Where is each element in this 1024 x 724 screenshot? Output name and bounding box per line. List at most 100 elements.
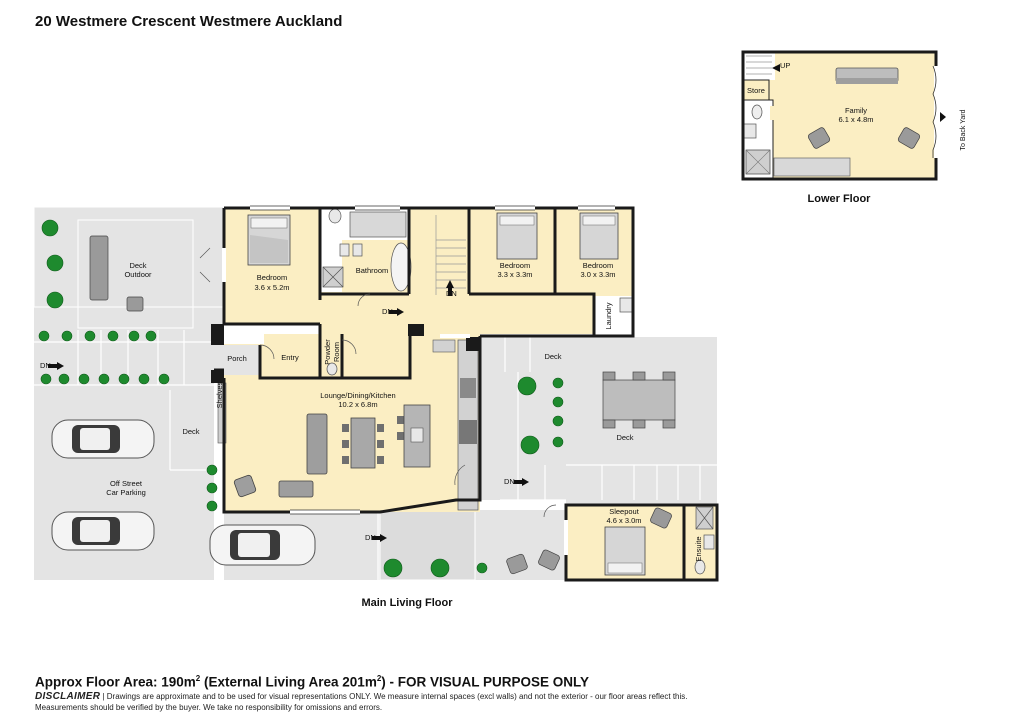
plant-icon [107,330,119,342]
outdoor-furniture [89,235,676,575]
plants [38,219,564,578]
plant-icon [517,376,537,396]
arrows [48,280,529,542]
dn-marker: DN [365,533,376,542]
floor-area-sup: 2 [376,674,382,683]
outdoor-chair-icon [538,549,560,571]
room-name-bathroom: Bathroom [356,266,389,275]
shelves-label: Shelves [215,381,224,408]
floor-area-external: (External Living Area 201m [200,674,377,690]
room-name-bedroom-2: Bedroom [500,261,530,270]
labels: Family 6.1 x 4.8m Store UP To Back Yard … [40,61,967,609]
cars [51,419,316,566]
toilet-icon [694,559,706,575]
plant-icon [46,254,64,272]
disclaimer: DISCLAIMER | Drawings are approximate an… [35,691,995,713]
plant-icon [118,373,130,385]
armchair-icon [233,474,257,498]
vanity-icon [349,211,407,238]
main-floor-label: Main Living Floor [361,597,453,609]
bathtub-icon [390,242,412,292]
bath-fixtures [322,208,715,575]
plant-icon [78,373,90,385]
room-size-bedroom-main: 3.6 x 5.2m [254,283,289,292]
lower-stair-area [743,52,775,80]
plant-icon [552,396,564,408]
lower-stairs [746,55,772,75]
deck-outdoor-label-1: Deck [129,261,146,270]
plant-icon [206,500,218,512]
up-marker: UP [780,61,790,70]
plant-icon [520,435,540,455]
parking-label-2: Car Parking [106,488,146,497]
fridge-icon [460,378,476,398]
walls [212,206,719,582]
plant-icon [58,373,70,385]
living-furniture [217,339,672,529]
bed-icon [247,214,291,266]
plant-icon [206,464,218,476]
room-name-powder-2: Room [332,342,341,362]
deck-left-label: Deck [182,427,199,436]
armchair-icon [650,507,672,529]
room-name-laundry: Laundry [604,302,613,329]
plant-icon [40,373,52,385]
plant-icon [206,482,218,494]
outdoor-table-icon [602,379,676,421]
arrow-right-icon [48,362,64,370]
deck-top-label: Deck [544,352,561,361]
laundry-tub-icon [619,297,633,313]
arrow-left-icon [772,64,780,72]
bed-icon [604,526,646,576]
room-name-family: Family [845,106,867,115]
floor-area-note: ) - FOR VISUAL PURPOSE ONLY [381,674,590,690]
bed-icon [579,212,619,260]
plant-icon [84,330,96,342]
disclaimer-title: DISCLAIMER [35,691,101,702]
sofa-icon [306,413,328,475]
plant-icon [46,291,64,309]
room-size-bedroom-2: 3.3 x 3.3m [497,270,532,279]
room-name-sleepout: Sleepout [609,507,640,516]
cooktop-icon [459,420,477,444]
arrow-right-icon [389,308,404,316]
plant-icon [430,558,450,578]
toilet-icon [326,362,338,376]
room-name-powder-1: Powder [323,339,332,365]
plant-icon [145,330,157,342]
arrow-up-icon [446,280,454,296]
floor-area-main: Approx Floor Area: 190m [35,674,196,690]
arrow-right-icon [940,112,946,122]
lower-armchair-icon [897,127,921,149]
car-icon [51,511,155,551]
dn-marker: DN [504,477,515,486]
dn-marker: DN [446,289,457,298]
sofa-icon [278,480,314,498]
arrow-right-icon [372,534,387,542]
plant-icon [61,330,73,342]
outdoor-chair-icon [506,553,528,575]
plant-icon [158,373,170,385]
lower-sink-icon [743,123,757,139]
wall-blocks [211,324,480,383]
plant-icon [41,219,59,237]
room-size-family: 6.1 x 4.8m [838,115,873,124]
car-icon [51,419,155,459]
plant-icon [476,562,488,574]
room-name-bedroom-3: Bedroom [583,261,613,270]
room-name-ensuite: Ensuite [694,536,703,561]
kitchen-island-icon [403,404,431,468]
plant-icon [552,436,564,448]
room-size-sleepout: 4.6 x 3.0m [606,516,641,525]
beds [247,212,646,576]
paving-lines [34,330,717,580]
lower-armchair-icon [807,127,831,149]
lower-bench [773,157,851,177]
lower-floor-plan [741,50,946,181]
main-stairs [435,215,466,295]
room-name-lounge: Lounge/Dining/Kitchen [320,391,395,400]
plant-icon [552,415,564,427]
lower-floor-label: Lower Floor [808,193,872,205]
room-name-bedroom-main: Bedroom [257,273,287,282]
